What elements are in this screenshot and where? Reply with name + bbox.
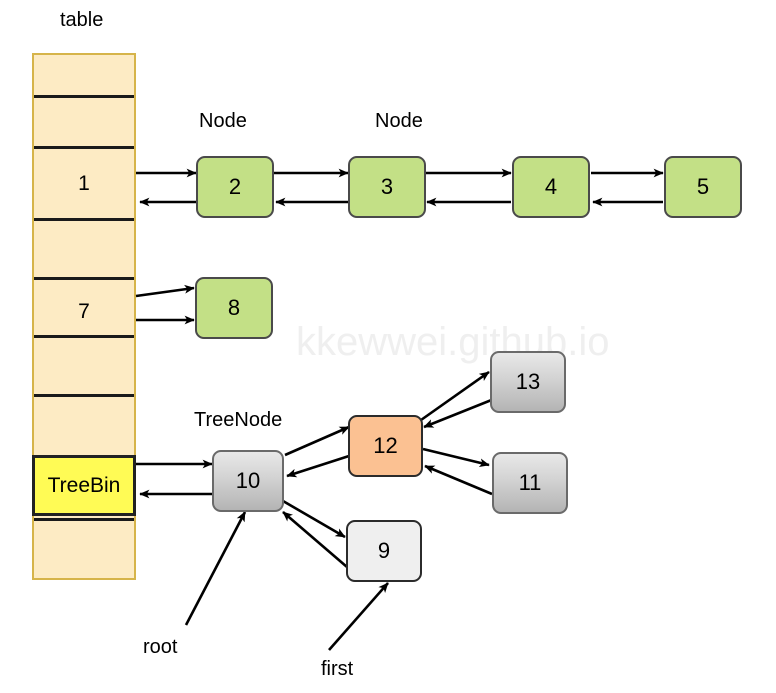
tree-node-10[interactable]: 10 (212, 450, 284, 512)
node-label-1: Node (199, 110, 247, 132)
arrow-node12-to-node13 (420, 370, 490, 422)
list-node-8[interactable]: 8 (195, 277, 273, 339)
table-divider (34, 518, 134, 521)
arrow-node10-to-node9 (282, 499, 346, 539)
arrow-node12-to-node11 (422, 447, 490, 468)
tree-node-11[interactable]: 11 (492, 452, 568, 514)
table-divider (34, 146, 134, 149)
treenode-label: TreeNode (194, 409, 283, 431)
tree-node-13[interactable]: 13 (490, 351, 566, 413)
table-cell-7-label: 7 (78, 300, 90, 323)
list-node-2[interactable]: 2 (196, 156, 274, 218)
tree-node-9[interactable]: 9 (346, 520, 422, 582)
root-label: root (143, 636, 178, 658)
table-title-label: table (60, 9, 104, 31)
tree-node-12[interactable]: 12 (348, 415, 423, 477)
arrow-node11-to-node12 (424, 464, 493, 496)
table-divider (34, 394, 134, 397)
arrow-node12-to-node10 (286, 454, 350, 478)
first-label: first (321, 658, 354, 680)
node-label-2: Node (375, 110, 423, 132)
table-cell-treebin[interactable]: TreeBin (32, 455, 136, 516)
arrow-node13-to-node12 (423, 397, 495, 429)
arrow-bucket7-to-node8-a (135, 284, 195, 298)
table-divider (34, 95, 134, 98)
list-node-5[interactable]: 5 (664, 156, 742, 218)
list-node-3[interactable]: 3 (348, 156, 426, 218)
table-cell-1-label: 1 (78, 172, 90, 195)
arrow-node10-to-node12 (284, 425, 350, 457)
table-divider (34, 277, 134, 280)
table-divider (34, 335, 134, 338)
arrow-root-to-node10 (184, 511, 247, 626)
arrow-first-to-node9 (328, 582, 389, 651)
list-node-4[interactable]: 4 (512, 156, 590, 218)
table-divider (34, 218, 134, 221)
arrow-node9-to-node10 (282, 511, 348, 568)
